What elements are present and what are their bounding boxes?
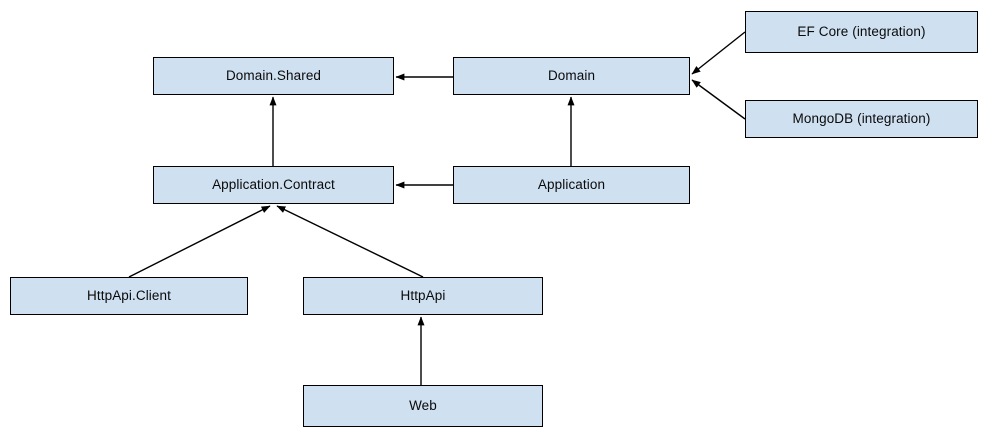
node-web[interactable]: Web — [303, 385, 543, 427]
node-ef-core[interactable]: EF Core (integration) — [745, 11, 978, 53]
node-httpapi-client[interactable]: HttpApi.Client — [10, 277, 248, 315]
edge-httpapi-to-application-contract — [276, 205, 424, 278]
node-label-domain-shared: Domain.Shared — [225, 68, 322, 84]
node-application-contract[interactable]: Application.Contract — [153, 166, 394, 204]
edge-ef-core-to-domain — [691, 31, 746, 75]
node-httpapi[interactable]: HttpApi — [303, 277, 543, 315]
edge-mongodb-to-domain — [691, 79, 746, 120]
node-label-httpapi-client: HttpApi.Client — [87, 288, 171, 304]
node-label-ef-core: EF Core (integration) — [797, 24, 926, 40]
node-domain-shared[interactable]: Domain.Shared — [153, 57, 394, 95]
edge-httpapi-client-to-application-contract — [128, 205, 271, 278]
node-label-domain: Domain — [547, 68, 596, 84]
node-domain[interactable]: Domain — [453, 57, 690, 95]
node-label-application-contract: Application.Contract — [212, 177, 335, 193]
node-label-httpapi: HttpApi — [400, 288, 446, 304]
node-label-web: Web — [409, 398, 437, 414]
node-label-mongodb: MongoDB (integration) — [792, 111, 931, 127]
node-label-application: Application — [537, 177, 606, 193]
node-application[interactable]: Application — [453, 166, 690, 204]
node-mongodb[interactable]: MongoDB (integration) — [745, 100, 978, 138]
